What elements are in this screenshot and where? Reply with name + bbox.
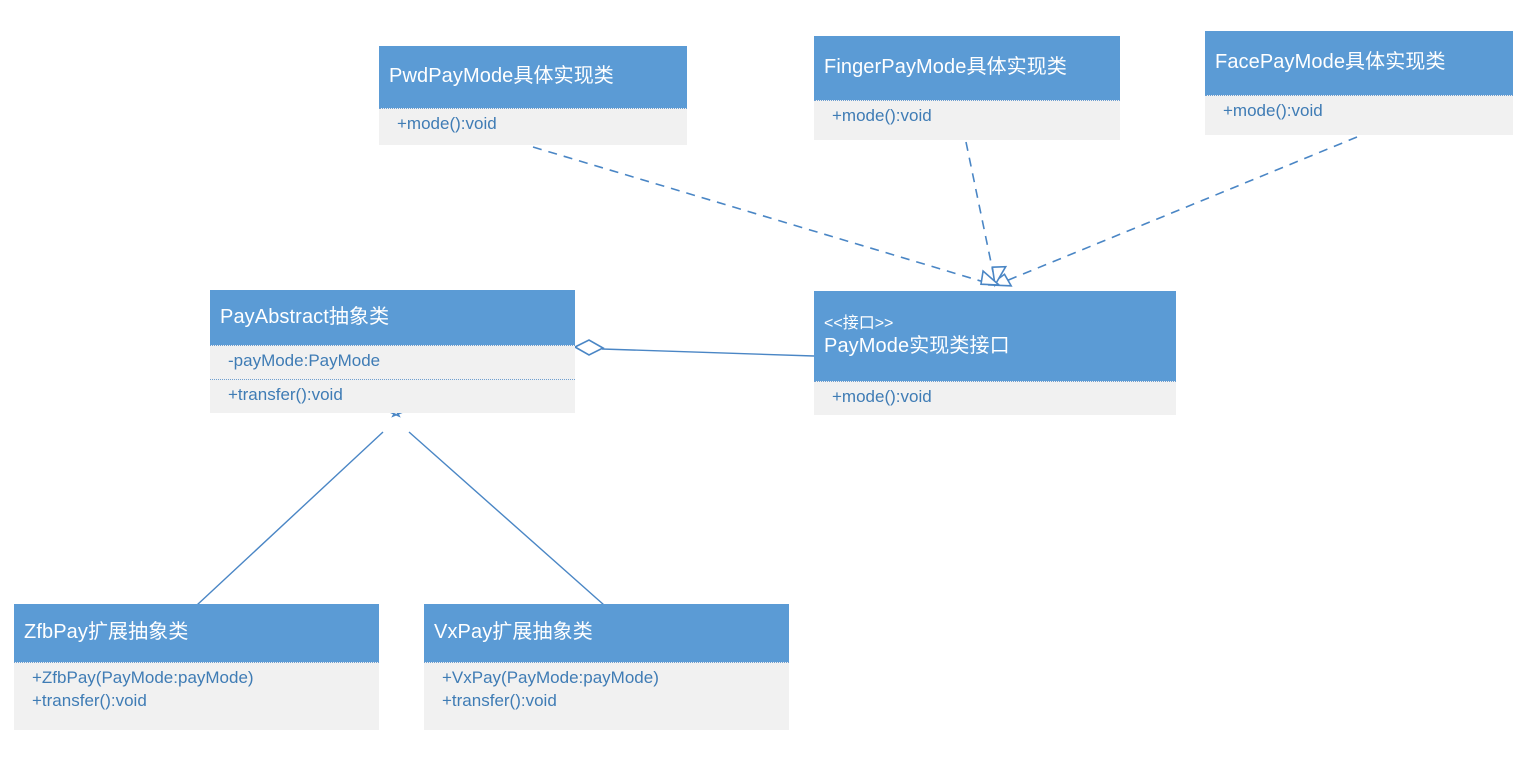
class-stereotype: <<接口>> (824, 314, 894, 332)
realization-line (965, 141, 994, 273)
uml-class-pwd-pay-mode[interactable]: PwdPayMode具体实现类 +mode():void (379, 46, 687, 145)
generalization-line (408, 431, 605, 606)
class-name: FingerPayMode具体实现类 (824, 56, 1067, 79)
class-name: VxPay扩展抽象类 (434, 621, 593, 644)
realization-line (1005, 136, 1358, 282)
aggregation-line (601, 348, 815, 357)
uml-class-vx-pay[interactable]: VxPay扩展抽象类 +VxPay(PayMode:payMode) +transf… (424, 604, 789, 730)
edge-vxpay-extends-payabstract (380, 394, 605, 606)
class-method: +ZfbPay(PayMode:payMode) (32, 668, 254, 687)
class-method-compartment: +mode():void (1205, 95, 1513, 135)
class-method-compartment: +mode():void (814, 381, 1176, 415)
class-method: +mode():void (1223, 101, 1323, 120)
edge-payabstract-aggregates-paymode (573, 339, 815, 357)
class-method: +VxPay(PayMode:payMode) (442, 668, 659, 687)
edge-finger-realizes-paymode (965, 141, 1008, 288)
class-name: PayMode实现类接口 (824, 334, 1010, 357)
class-method-compartment: +mode():void (379, 108, 687, 145)
hollow-triangle-arrowhead-icon (991, 265, 1008, 288)
class-attribute: -payMode:PayMode (228, 351, 381, 370)
class-header-finger-pay-mode: FingerPayMode具体实现类 (814, 36, 1120, 100)
class-name: PayAbstract抽象类 (220, 305, 390, 328)
class-header-pay-abstract: PayAbstract抽象类 (210, 290, 575, 345)
uml-class-pay-mode-interface[interactable]: <<接口>> PayMode实现类接口 +mode():void (814, 291, 1176, 415)
class-attribute-compartment: -payMode:PayMode (210, 345, 575, 379)
class-header-face-pay-mode: FacePayMode具体实现类 (1205, 31, 1513, 95)
class-method: +mode():void (832, 387, 932, 406)
hollow-triangle-arrowhead-icon (987, 273, 1013, 287)
uml-class-face-pay-mode[interactable]: FacePayMode具体实现类 +mode():void (1205, 31, 1513, 135)
class-method: +mode():void (832, 106, 932, 125)
edge-face-realizes-paymode (980, 136, 1358, 286)
uml-class-zfb-pay[interactable]: ZfbPay扩展抽象类 +ZfbPay(PayMode:payMode) +tran… (14, 604, 379, 730)
class-method: +transfer():void (32, 690, 147, 710)
class-method-compartment: +transfer():void (210, 379, 575, 413)
class-method-compartment: +mode():void (814, 100, 1120, 140)
class-name: FacePayMode具体实现类 (1215, 51, 1446, 74)
class-header-zfb-pay: ZfbPay扩展抽象类 (14, 604, 379, 662)
class-method-compartment: +VxPay(PayMode:payMode) +transfer():void (424, 662, 789, 730)
class-header-pay-mode-interface: <<接口>> PayMode实现类接口 (814, 291, 1176, 381)
edge-pwd-realizes-paymode (532, 146, 1013, 287)
hollow-triangle-arrowhead-icon (980, 269, 1002, 286)
class-header-vx-pay: VxPay扩展抽象类 (424, 604, 789, 662)
class-name: ZfbPay扩展抽象类 (24, 621, 189, 644)
class-method: +mode():void (397, 114, 497, 133)
hollow-diamond-icon (573, 339, 605, 356)
class-header-pwd-pay-mode: PwdPayMode具体实现类 (379, 46, 687, 108)
class-method-compartment: +ZfbPay(PayMode:payMode) +transfer():void (14, 662, 379, 730)
class-method: +transfer():void (228, 385, 343, 404)
uml-class-pay-abstract[interactable]: PayAbstract抽象类 -payMode:PayMode +transfer(… (210, 290, 575, 413)
uml-class-finger-pay-mode[interactable]: FingerPayMode具体实现类 +mode():void (814, 36, 1120, 140)
realization-line (532, 146, 985, 283)
class-method: +transfer():void (442, 690, 557, 710)
class-name: PwdPayMode具体实现类 (389, 65, 614, 88)
edge-zfbpay-extends-payabstract (196, 398, 416, 606)
generalization-line (196, 431, 384, 606)
